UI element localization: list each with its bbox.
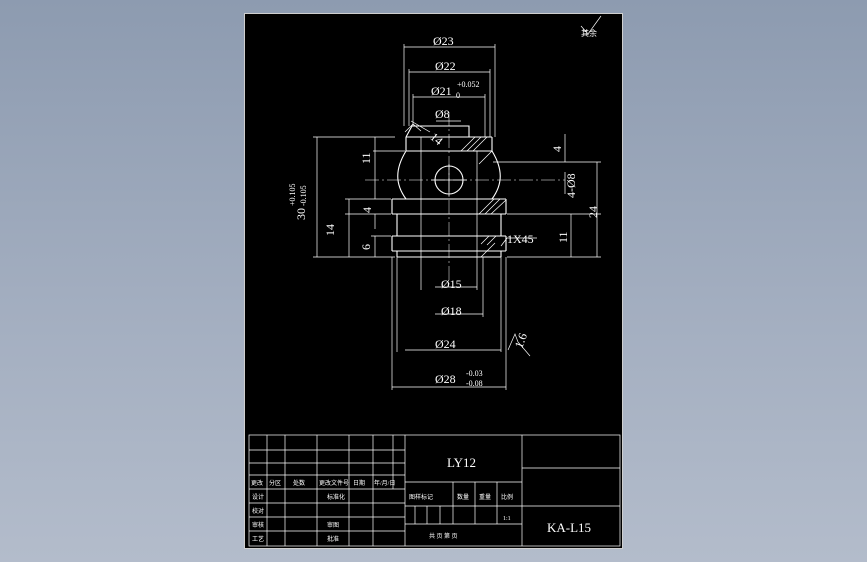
dim-h4-right: 4 <box>550 146 564 152</box>
sign-mid-3: 审图 <box>327 521 339 529</box>
material-label: LY12 <box>447 455 476 470</box>
dim-h11-left: 11 <box>359 152 373 164</box>
dim-chamfer: 1X45 <box>507 232 534 246</box>
dim-d23: Ø23 <box>433 34 454 48</box>
rev-header-3: 处数 <box>293 479 305 487</box>
dim-d28-low: -0.08 <box>466 379 483 388</box>
rev-header-4: 更改文件号 <box>319 479 349 487</box>
dimension-lines <box>313 15 602 390</box>
dim-d24: Ø24 <box>435 337 456 351</box>
scale-value: 1:1 <box>503 516 511 522</box>
dim-d28-up: -0.03 <box>466 369 483 378</box>
engineering-drawing: Ø23 Ø22 Ø21 0 +0.052 Ø8 14 11 4 14 6 30 … <box>248 15 621 547</box>
dim-h30: 30 <box>294 208 308 220</box>
sign-mid-4: 批准 <box>327 535 339 543</box>
dim-r14: 14 <box>428 130 446 148</box>
sign-mid-1: 标准化 <box>327 493 345 501</box>
title-block <box>248 434 621 547</box>
dim-d18: Ø18 <box>441 304 462 318</box>
right-header-4: 比例 <box>501 493 513 501</box>
sheet-info: 共 页 第 页 <box>429 532 458 540</box>
drawing-sheet: Ø23 Ø22 Ø21 0 +0.052 Ø8 14 11 4 14 6 30 … <box>244 13 623 549</box>
rev-header-5: 日期 <box>353 479 365 487</box>
dim-d21: Ø21 <box>431 84 452 98</box>
dimension-text: Ø23 Ø22 Ø21 0 +0.052 Ø8 14 11 4 14 6 30 … <box>288 28 600 388</box>
sign-row-4: 工艺 <box>252 535 264 543</box>
sign-row-3: 审核 <box>252 521 264 529</box>
dim-d21-tol: +0.052 <box>457 80 480 89</box>
rev-header-1: 更改 <box>251 479 263 487</box>
sign-row-2: 校对 <box>252 507 264 515</box>
dim-h30-low: -0.105 <box>299 185 308 206</box>
right-header-3: 重量 <box>479 493 491 501</box>
rev-header-2: 分区 <box>269 479 281 487</box>
dim-h14-left: 14 <box>323 224 337 236</box>
dim-h4-left: 4 <box>360 207 374 213</box>
dim-d8: Ø8 <box>435 107 450 121</box>
dim-rough-16: 1.6 <box>512 331 530 350</box>
right-header-2: 数量 <box>457 493 469 501</box>
right-header-1: 图样标记 <box>409 493 433 501</box>
dim-h30-up: +0.105 <box>288 183 297 206</box>
dim-h11-right: 11 <box>556 231 570 243</box>
dim-h6-left: 6 <box>359 244 373 250</box>
dim-4d8: 4-Ø8 <box>564 173 578 198</box>
dim-d21-sub: 0 <box>456 91 460 100</box>
dim-d15: Ø15 <box>441 277 462 291</box>
part-outline <box>365 112 565 284</box>
dim-h24: 24 <box>586 206 600 218</box>
sign-row-1: 设计 <box>252 493 264 501</box>
drawing-number: KA-L15 <box>547 520 591 535</box>
title-block-text: 更改 分区 处数 更改文件号 日期 年/月/日 设计 校对 审核 工艺 标准化 … <box>251 455 591 543</box>
rev-header-6: 年/月/日 <box>374 479 395 487</box>
roughness-note: 其余 <box>581 28 597 38</box>
dim-d22: Ø22 <box>435 59 456 73</box>
dim-d28: Ø28 <box>435 372 456 386</box>
